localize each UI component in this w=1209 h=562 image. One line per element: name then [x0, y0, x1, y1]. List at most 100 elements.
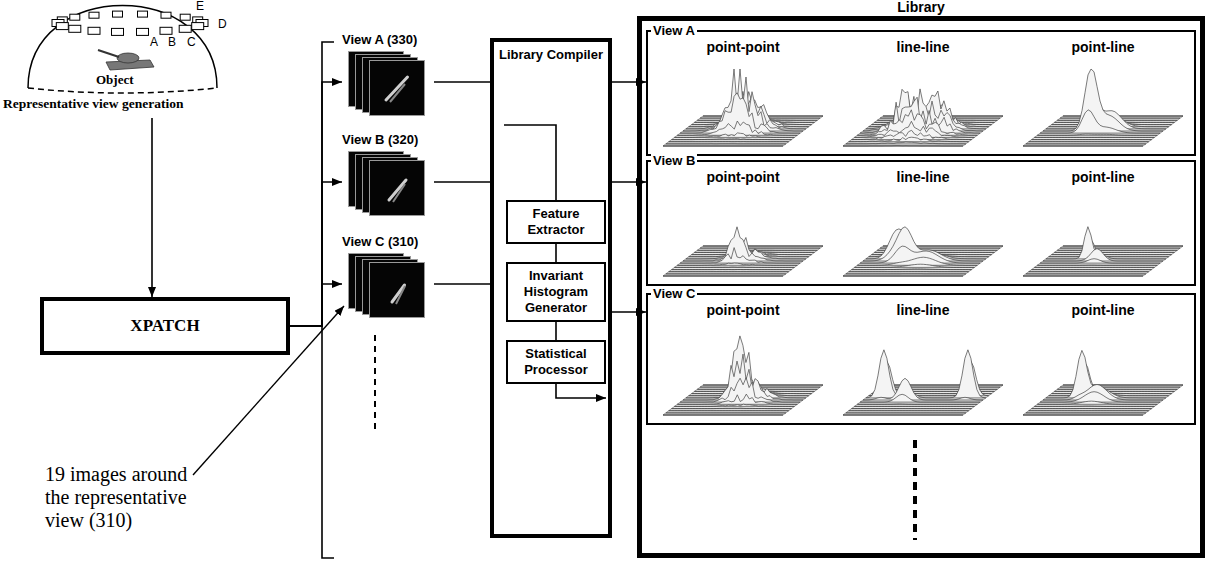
histogram-surface [666, 412, 786, 413]
object-tank [98, 50, 154, 70]
image-stack-picture [348, 151, 428, 217]
histogram-surface [1032, 139, 1152, 140]
histogram-surface [1046, 227, 1166, 259]
histogram-surface [1040, 259, 1160, 263]
histogram-surface [674, 267, 794, 268]
histogram-surface [666, 273, 786, 274]
histogram-surface [1037, 134, 1157, 135]
histogram-surface [852, 268, 972, 270]
histogram-surface [1040, 110, 1160, 133]
image-stack: View C (310) [342, 234, 434, 319]
histogram-surface [663, 415, 783, 416]
simulator-box: XPATCH [40, 297, 290, 355]
histogram-surface [1057, 250, 1177, 251]
histogram-surface [669, 141, 789, 142]
histogram-surface [1049, 239, 1169, 257]
histogram-surface [854, 264, 974, 267]
sar-image [370, 161, 425, 216]
sar-image [370, 263, 425, 318]
histogram-surface [846, 273, 966, 274]
histogram-surface [700, 248, 820, 249]
image-stack-picture [348, 51, 428, 117]
histogram-surface [1032, 269, 1152, 270]
histogram-surface [1049, 362, 1169, 396]
histogram-surface [1023, 146, 1143, 147]
image-stack: View B (320) [342, 132, 434, 217]
histogram-surface [1037, 401, 1157, 404]
view-panel: View Bpoint-pointline-linepoint-line [646, 160, 1196, 286]
plot-title: point-point [706, 169, 779, 185]
histogram-surface [1063, 246, 1183, 247]
viewpoint-frame [192, 23, 204, 30]
histogram-surface [1032, 408, 1152, 409]
histogram-surface [860, 394, 980, 402]
histogram-surface [1029, 141, 1149, 142]
histogram-surface [1023, 415, 1143, 416]
target-return [393, 184, 405, 202]
flow-arrow [290, 82, 342, 326]
view-sphere: Representative view generation [0, 0, 226, 118]
plot-title: point-line [1072, 169, 1135, 185]
histogram-surface [1029, 271, 1149, 272]
view-panel: View Cpoint-pointline-linepoint-line [646, 293, 1196, 425]
viewpoint-frame [161, 12, 171, 18]
histogram-surface [1037, 265, 1157, 266]
plot-title: line-line [897, 39, 950, 55]
plot-title: line-line [897, 169, 950, 185]
flow-arrow [434, 181, 490, 183]
viewpoint-frame [179, 25, 191, 32]
flow-arrow [434, 81, 490, 83]
flow-arrow [290, 284, 342, 326]
hemisphere-base [28, 88, 217, 93]
view-label: View C (310) [342, 234, 434, 250]
plot-title: point-line [1072, 39, 1135, 55]
callout-note: 19 images around the representative view… [45, 463, 210, 532]
pipeline-line [556, 384, 606, 398]
process-label: Invariant Histogram Generator [511, 268, 601, 316]
viewpoint-frame [180, 14, 190, 20]
target-return [390, 84, 405, 102]
histogram-surface [1054, 252, 1174, 253]
histogram-surface [854, 406, 974, 407]
image-stack: View A (330) [342, 32, 434, 117]
histogram-surface [1023, 276, 1143, 277]
library-box: LibraryView Apoint-pointline-linepoint-l… [637, 16, 1205, 558]
histogram-surface [674, 404, 794, 406]
panel-label: View B [651, 153, 697, 168]
viewpoint-frame [88, 27, 100, 34]
box-label: XPATCH [130, 316, 199, 336]
process-label: Feature Extractor [511, 206, 601, 238]
histogram-surface [849, 271, 969, 272]
process-box: Feature Extractor [506, 200, 606, 244]
histogram-surface [866, 350, 986, 398]
bracket [322, 42, 334, 558]
histogram-surface [1043, 249, 1163, 261]
leader-arrow [193, 306, 344, 475]
target-return [386, 77, 408, 100]
image-stack-picture [348, 253, 428, 319]
viewpoint-letter: A [150, 35, 158, 50]
pipeline-line [504, 125, 556, 200]
histogram-surface [663, 146, 783, 147]
viewpoint-letter: B [168, 35, 176, 50]
histogram-surface [680, 248, 800, 264]
histogram-surface [843, 276, 963, 277]
caption: Representative view generation [3, 96, 183, 112]
view-ring [52, 11, 208, 35]
histogram-surface [1043, 69, 1163, 131]
histogram-surface [863, 378, 983, 400]
viewpoint-frame [89, 12, 99, 18]
view-label: View A (330) [342, 32, 434, 48]
histogram-surface [1034, 406, 1154, 407]
process-box: Invariant Histogram Generator [506, 262, 606, 322]
panel-label: View A [651, 23, 697, 38]
object-label: Object [96, 72, 134, 87]
histogram-surface [843, 145, 963, 146]
viewpoint-frame [56, 23, 68, 30]
histogram-surface [1034, 137, 1154, 138]
process-box: Statistical Processor [506, 340, 606, 384]
histogram-surface [849, 410, 969, 411]
viewpoint-frame [113, 11, 123, 17]
histogram-surface [1026, 412, 1146, 413]
histogram-surface [703, 246, 823, 247]
